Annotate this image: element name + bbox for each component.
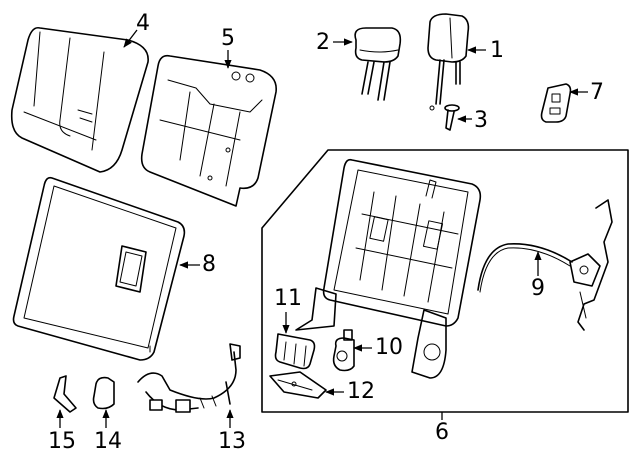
callout-1: 1 <box>490 38 504 63</box>
callout-4: 4 <box>136 11 150 36</box>
callout-8: 8 <box>202 252 216 277</box>
part-2-headrest <box>354 27 402 101</box>
callout-12: 12 <box>347 379 375 404</box>
part-14-cap <box>92 376 115 410</box>
callout-6: 6 <box>435 420 449 445</box>
part-13-wire-harness <box>137 343 241 413</box>
part-3-headrest-guide <box>444 104 460 131</box>
part-8-back-panel <box>12 176 186 361</box>
callout-10: 10 <box>375 335 403 360</box>
callout-9: 9 <box>531 276 545 301</box>
part-5-seat-back-pad <box>140 54 277 207</box>
part-4-seat-back-cover <box>10 26 149 173</box>
part-10-actuator <box>332 329 355 372</box>
callout-11: 11 <box>274 286 302 311</box>
callout-13: 13 <box>218 429 246 454</box>
part-11-module <box>274 333 316 370</box>
part-9-release-cable <box>477 199 613 331</box>
callout-2: 2 <box>316 30 330 55</box>
part-1-headrest <box>427 13 470 111</box>
callout-14: 14 <box>94 429 122 454</box>
part-15-clip <box>53 375 77 413</box>
callout-3: 3 <box>474 108 488 133</box>
callout-15: 15 <box>48 429 76 454</box>
callout-7: 7 <box>590 80 604 105</box>
part-6-seat-back-frame <box>295 158 482 379</box>
callout-5: 5 <box>221 26 235 51</box>
part-6-group-frame-outline <box>261 149 629 413</box>
part-12-bracket <box>269 371 327 399</box>
part-7-latch-cover <box>540 83 572 123</box>
